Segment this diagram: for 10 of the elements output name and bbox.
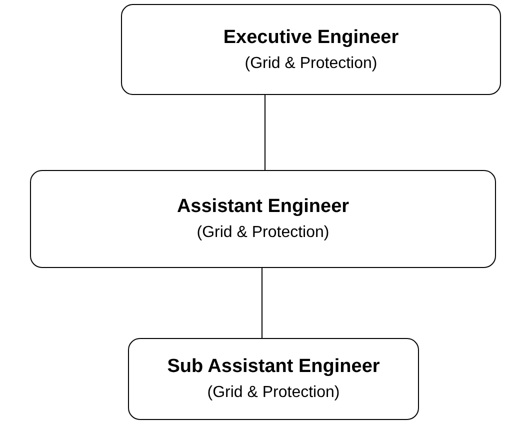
role-department: (Grid & Protection) xyxy=(207,383,340,403)
role-title: Executive Engineer xyxy=(223,26,399,50)
role-title: Assistant Engineer xyxy=(176,195,350,219)
role-title: Sub Assistant Engineer xyxy=(167,355,380,379)
role-department: (Grid & Protection) xyxy=(244,54,378,74)
role-department: (Grid & Protection) xyxy=(196,223,330,243)
connector-line xyxy=(264,94,266,170)
role-box xyxy=(121,4,501,95)
role-box xyxy=(30,170,496,268)
role-box xyxy=(128,338,419,420)
